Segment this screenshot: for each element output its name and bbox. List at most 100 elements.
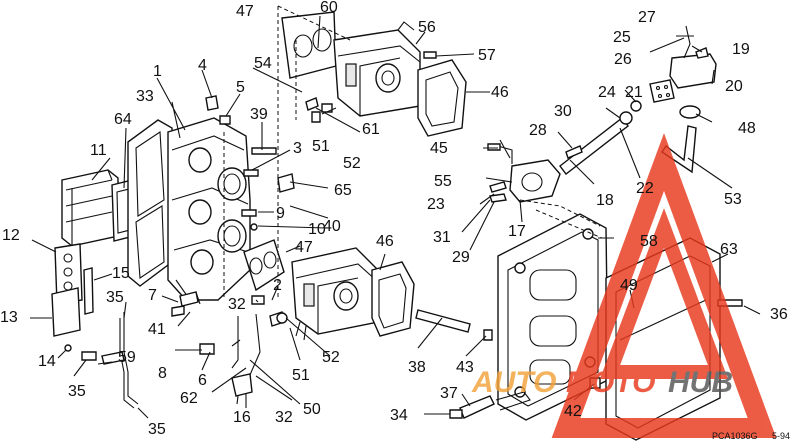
gasket-47-top: [281, 11, 337, 79]
hardware: [64, 47, 743, 419]
callout-label: 38: [408, 359, 426, 376]
callout-label: 6: [198, 372, 207, 389]
watermark-word-hub: HUB: [668, 366, 733, 399]
callout-label: 36: [770, 306, 788, 323]
callout-label: 11: [90, 142, 107, 159]
watermark-triangle-outer: [551, 133, 777, 438]
callout-label: 62: [180, 390, 198, 407]
watermark-word-auto: AUTO: [471, 366, 556, 399]
carburetor-bottom-2: [291, 247, 379, 341]
callout-label: 51: [312, 138, 330, 155]
callout-label: 32: [275, 409, 293, 426]
callout-label: 24: [598, 84, 616, 101]
gasket-47-mid: [243, 239, 285, 292]
callout-label: 32: [228, 296, 246, 313]
gasket-46-top: [417, 59, 467, 137]
callout-label: 9: [276, 205, 285, 222]
callout-label: 14: [38, 353, 56, 370]
callout-label: 10: [308, 221, 326, 238]
callout-label: 30: [554, 103, 572, 120]
callout-label: 5: [236, 79, 245, 96]
callout-label: 8: [158, 365, 167, 382]
callout-label: 55: [434, 173, 452, 190]
plate-13: [51, 287, 81, 337]
callout-label: 3: [293, 140, 302, 157]
callout-label: 52: [343, 155, 361, 172]
callout-label: 21: [625, 84, 643, 101]
callout-label: 59: [118, 349, 136, 366]
callout-label: 40: [323, 218, 341, 235]
gasket-46-mid: [371, 261, 415, 337]
callout-label: 12: [2, 227, 20, 244]
callout-label: 15: [112, 265, 130, 282]
callout-label: 63: [720, 241, 738, 258]
callout-label: 41: [148, 321, 166, 338]
clamp-48: [679, 105, 701, 119]
callout-label: 54: [254, 55, 272, 72]
callout-label: 47: [295, 239, 313, 256]
callout-label: 42: [564, 403, 582, 420]
callout-label: 39: [250, 106, 268, 123]
callout-label: 45: [430, 140, 448, 157]
callout-label: 61: [362, 121, 380, 138]
fuel-filter-20: [669, 25, 717, 89]
strainer-21: [649, 79, 675, 103]
callout-label: 1: [153, 63, 162, 80]
reed-block-11: [61, 169, 119, 247]
carburetor-top-60: [333, 21, 433, 117]
callout-label: 46: [376, 233, 394, 250]
callout-label: 46: [491, 84, 509, 101]
tube-59-35: [81, 312, 139, 409]
callout-label: 49: [620, 277, 638, 294]
callout-label: 65: [334, 182, 352, 199]
fuel-pump-17: [497, 139, 561, 203]
callout-label: 17: [508, 223, 526, 240]
bracket-15: [83, 267, 94, 315]
callout-label: 35: [148, 421, 166, 438]
gasket-33: [127, 119, 173, 287]
callout-label: 56: [418, 19, 436, 36]
callout-label: 58: [640, 233, 658, 250]
callout-label: 22: [636, 180, 654, 197]
callout-label: 64: [114, 111, 132, 128]
callout-label: 31: [433, 229, 451, 246]
callout-label: 52: [322, 349, 340, 366]
callout-label: 47: [236, 3, 254, 20]
callout-labels: 1 2 3 4 5 6 7 8 9 10 11 12 13 14 15 16 1…: [0, 0, 788, 438]
rod-38: [415, 309, 471, 333]
intake-manifold-1: [167, 117, 251, 305]
callout-label: 28: [529, 122, 547, 139]
callout-label: 20: [725, 78, 743, 95]
watermark-logo: AUTO MOTO HUB: [471, 133, 777, 438]
leader-lines: [30, 15, 761, 419]
callout-label: 43: [456, 359, 474, 376]
callout-label: 13: [0, 309, 18, 326]
callout-label: 57: [478, 47, 496, 64]
callout-label: 37: [440, 385, 458, 402]
callout-label: 48: [738, 120, 756, 137]
callout-label: 35: [68, 383, 86, 400]
callout-label: 53: [724, 191, 742, 208]
callout-label: 19: [732, 41, 750, 58]
callout-label: 34: [390, 407, 408, 424]
callout-label: 33: [136, 88, 154, 105]
callout-label: 27: [638, 9, 656, 26]
watermark-triangle-inner: [599, 208, 729, 379]
callout-label: 26: [614, 51, 632, 68]
callout-label: 7: [148, 287, 157, 304]
hose-28-22: [559, 111, 633, 175]
callout-label: 51: [292, 367, 310, 384]
figure-code: PCA1036G: [712, 431, 758, 441]
linkage-62-16: [231, 313, 261, 408]
callout-label: 2: [273, 277, 282, 294]
callout-label: 25: [613, 29, 631, 46]
page-reference: 5-94: [772, 431, 790, 441]
callout-label: 35: [106, 289, 124, 306]
callout-label: 50: [303, 401, 321, 418]
callout-label: 16: [233, 409, 251, 426]
callout-label: 29: [452, 249, 470, 266]
callout-label: 60: [320, 0, 338, 16]
callout-label: 4: [198, 57, 207, 74]
